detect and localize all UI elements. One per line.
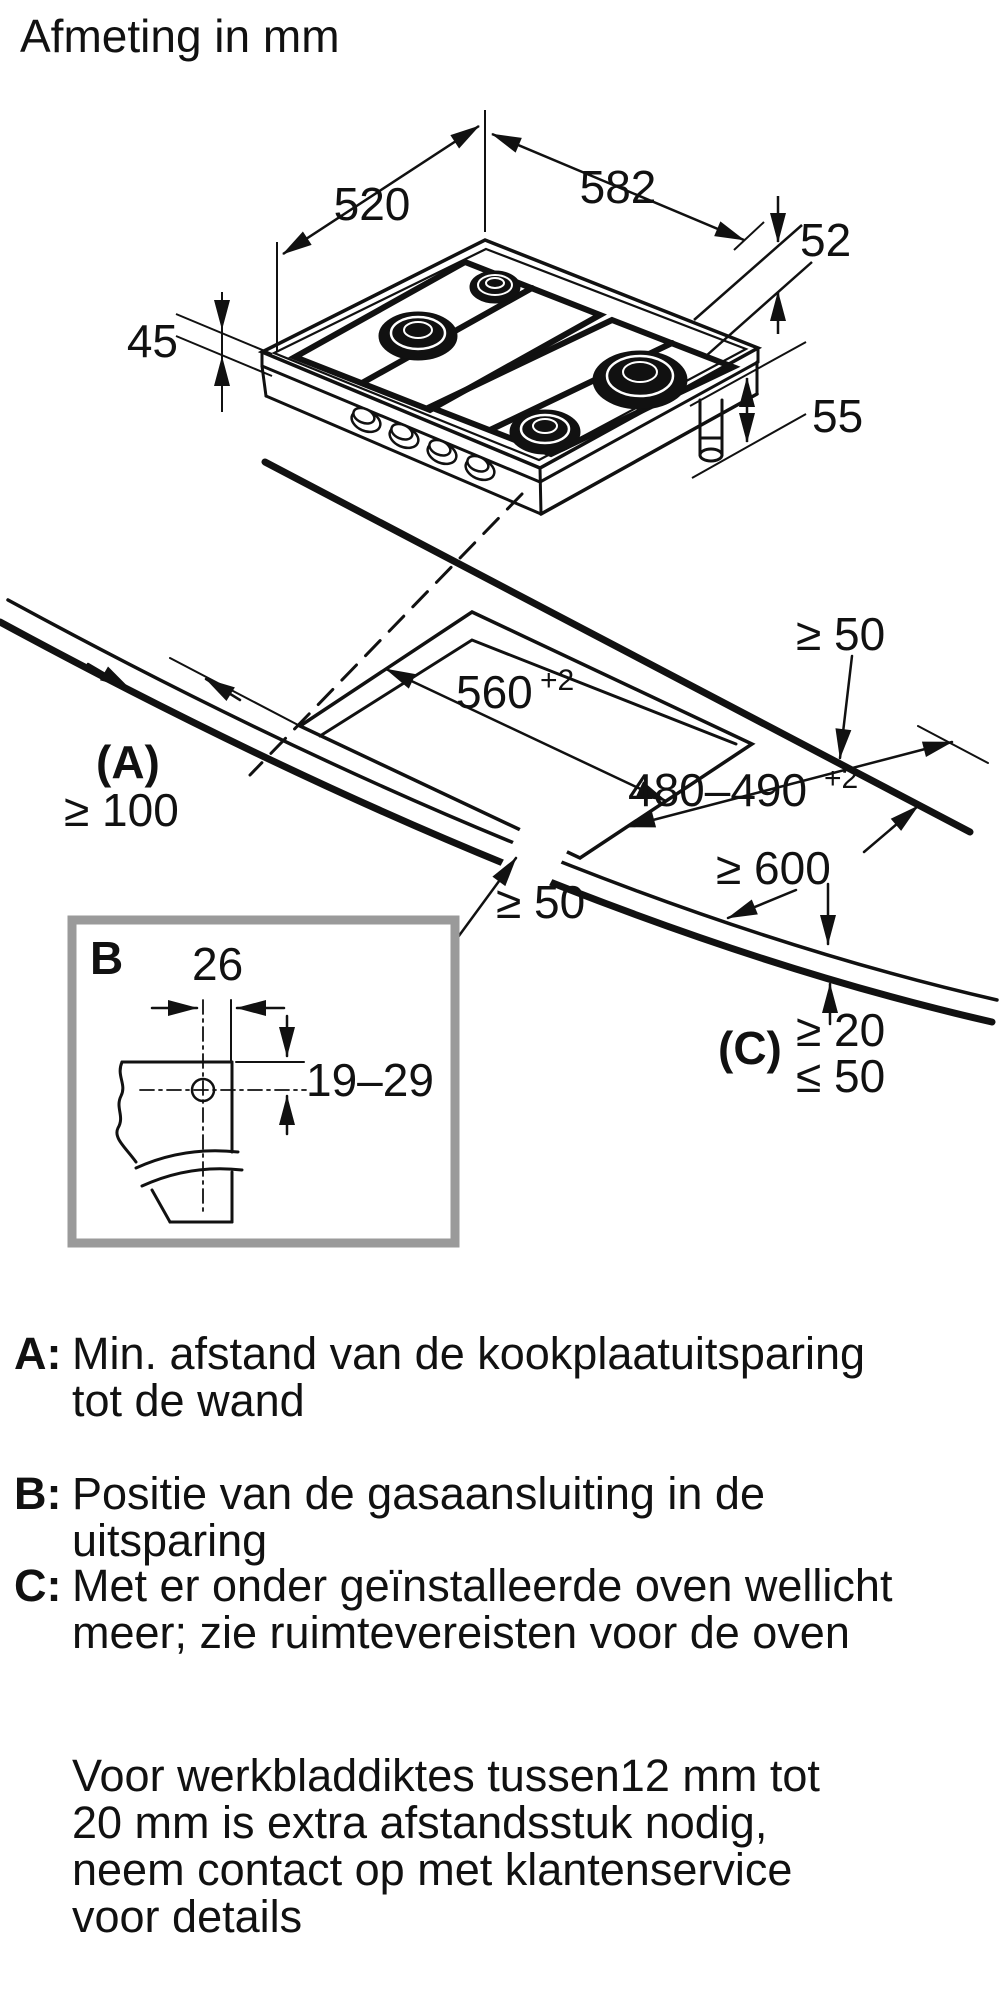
dim-body-label: 55 xyxy=(812,390,863,442)
worktop-scene xyxy=(0,458,999,1026)
thickness-key: (C) xyxy=(718,1022,782,1074)
cutout-width-label: 560 xyxy=(456,666,533,718)
page-title: Afmeting in mm xyxy=(20,10,340,62)
dim-depth-label: 520 xyxy=(334,178,411,230)
burner-back-left xyxy=(469,270,521,304)
hob-top-rim xyxy=(271,247,749,462)
thickness-max-label: ≤ 50 xyxy=(796,1050,885,1102)
alignment-dashed-line xyxy=(248,492,524,777)
burner-right-large xyxy=(592,350,688,410)
legend-key-c: C: xyxy=(14,1560,62,1611)
burner-front-center xyxy=(509,409,581,455)
detail-box-border xyxy=(67,915,460,1248)
dim-width-label: 582 xyxy=(580,161,657,213)
legend-row-a: A: Min. afstand van de kookplaatuitspari… xyxy=(14,1330,865,1424)
thickness-min-label: ≥ 20 xyxy=(796,1004,885,1056)
clearance-rear-label: ≥ 50 xyxy=(796,608,885,660)
clearance-front-label: ≥ 50 xyxy=(496,876,585,928)
control-knobs xyxy=(350,406,496,482)
worktop-section-part xyxy=(115,1060,244,1224)
gas-connection-pipe xyxy=(698,398,724,463)
hob-dimensions xyxy=(175,110,813,479)
dim-rim-label: 52 xyxy=(800,214,851,266)
worktop-depth-label: ≥ 600 xyxy=(716,842,831,894)
burner-front-left xyxy=(378,311,458,361)
dim-glass-label: 45 xyxy=(127,315,178,367)
legend: A: Min. afstand van de kookplaatuitspari… xyxy=(14,1330,865,1424)
worktop-note: Voor werkbladdiktes tussen12 mm tot 20 m… xyxy=(72,1750,820,1942)
legend-key-b: B: xyxy=(14,1468,62,1519)
cutout-depth-label: 480–490 xyxy=(628,764,807,816)
clearance-side-key: (A) xyxy=(96,736,160,788)
cutout-width-tolerance: +2 xyxy=(540,664,574,697)
legend-row-c: C: Met er onder geïnstalleerde oven well… xyxy=(14,1562,892,1656)
hole-depth-label: 19–29 xyxy=(306,1054,434,1106)
legend-text-c: Met er onder geïnstalleerde oven wellich… xyxy=(72,1560,893,1658)
detail-box-key: B xyxy=(90,932,123,984)
clearance-side-label: ≥ 100 xyxy=(64,784,179,836)
detail-box-b: B 26 19–29 xyxy=(67,915,460,1248)
hob-drawing xyxy=(257,238,763,516)
cutout-depth-tolerance: +2 xyxy=(824,762,858,795)
hole-offset-label: 26 xyxy=(192,938,243,990)
front-edge-break xyxy=(486,811,576,917)
cutout-side-extension xyxy=(169,657,301,727)
legend-key-a: A: xyxy=(14,1328,62,1379)
